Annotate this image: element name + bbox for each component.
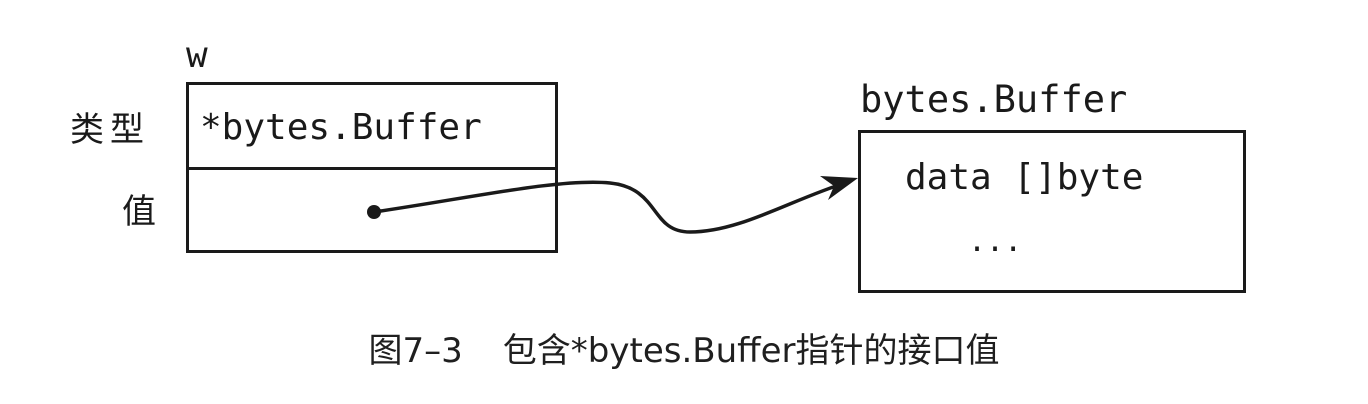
- dynamic-type-text: *bytes.Buffer: [200, 107, 482, 148]
- caption-text: 包含*bytes.Buffer指针的接口值: [502, 331, 1000, 371]
- struct-field-text: data []byte: [905, 157, 1144, 198]
- pointer-arrowhead: [820, 176, 858, 200]
- variable-name-label: w: [186, 35, 208, 76]
- figure-caption: 图7–3 包含*bytes.Buffer指针的接口值: [0, 330, 1368, 372]
- value-row-label: 值: [122, 192, 156, 232]
- struct-box: [858, 130, 1246, 293]
- type-row-label: 类型: [70, 110, 150, 150]
- struct-ellipsis: ...: [968, 224, 1023, 259]
- figure-number: 图7–3: [368, 331, 463, 371]
- struct-title: bytes.Buffer: [860, 78, 1128, 121]
- interface-row-divider: [186, 167, 558, 170]
